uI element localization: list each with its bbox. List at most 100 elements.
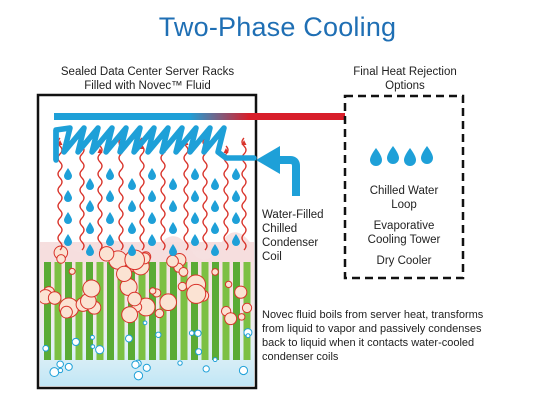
heat-rejection-caption-line1: Final Heat Rejection bbox=[353, 66, 457, 78]
description-line1: Novec fluid boils from server heat, tran… bbox=[262, 309, 484, 321]
server-board bbox=[191, 262, 198, 360]
droplet bbox=[64, 190, 72, 202]
vapor-line bbox=[97, 145, 103, 251]
bubble bbox=[95, 345, 105, 355]
droplet bbox=[191, 190, 199, 202]
condenser-label: Water-Filled Chilled Condenser Coil bbox=[262, 208, 342, 264]
bubble bbox=[56, 254, 66, 264]
server-board bbox=[75, 262, 83, 360]
server-board bbox=[212, 262, 219, 360]
bubble bbox=[195, 348, 203, 356]
droplet bbox=[211, 244, 219, 256]
droplet bbox=[86, 222, 94, 234]
bubble bbox=[98, 246, 115, 262]
droplet bbox=[64, 168, 72, 180]
option-line2: Loop bbox=[391, 199, 417, 211]
droplet bbox=[169, 222, 177, 234]
droplet bbox=[64, 212, 72, 224]
droplet bbox=[191, 168, 199, 180]
droplet bbox=[232, 212, 240, 224]
vapor-line bbox=[79, 137, 85, 251]
vapor-line bbox=[139, 137, 145, 251]
droplet bbox=[232, 234, 240, 246]
droplet bbox=[106, 212, 114, 224]
bubble bbox=[241, 302, 253, 314]
droplet bbox=[211, 200, 219, 212]
hot-outlet-pipe bbox=[54, 113, 354, 120]
droplet bbox=[211, 222, 219, 234]
option-line1: Chilled Water bbox=[369, 185, 439, 197]
chilled-return-arrow bbox=[256, 146, 280, 174]
server-board bbox=[201, 262, 209, 360]
bubble bbox=[234, 285, 248, 299]
page-title: Two-Phase Cooling bbox=[158, 12, 397, 42]
droplet bbox=[128, 200, 136, 212]
bubble bbox=[47, 291, 62, 305]
bubble bbox=[116, 265, 133, 283]
description-line2: from liquid to vapor and passively conde… bbox=[262, 323, 482, 335]
water-drops-icon bbox=[370, 146, 433, 166]
bubble bbox=[68, 267, 76, 275]
condenser-line1: Water-Filled bbox=[262, 209, 324, 221]
bubble bbox=[49, 367, 60, 377]
condenser-coil bbox=[53, 125, 257, 163]
rack-caption: Sealed Data Center Server Racks Filled w… bbox=[35, 65, 260, 93]
droplet bbox=[106, 190, 114, 202]
vapor-line bbox=[183, 137, 189, 251]
droplet bbox=[86, 244, 94, 256]
droplet bbox=[191, 212, 199, 224]
droplet bbox=[169, 244, 177, 256]
droplet bbox=[148, 234, 156, 246]
server-board bbox=[170, 262, 177, 360]
description: Novec fluid boils from server heat, tran… bbox=[262, 308, 552, 364]
bubble bbox=[178, 267, 189, 277]
vapor-lines bbox=[57, 137, 247, 251]
droplet bbox=[128, 222, 136, 234]
vapor-arrowhead bbox=[97, 148, 103, 153]
droplet bbox=[232, 190, 240, 202]
bubble bbox=[90, 344, 96, 349]
bubble bbox=[57, 367, 64, 374]
bubble bbox=[89, 334, 95, 340]
server-board bbox=[107, 262, 114, 360]
bubble bbox=[56, 360, 64, 369]
server-board bbox=[117, 262, 125, 360]
vapor-arrowhead bbox=[241, 140, 247, 145]
droplet bbox=[106, 234, 114, 246]
option-dry-cooler: Dry Cooler bbox=[345, 254, 463, 268]
bubble bbox=[142, 363, 151, 372]
droplet bbox=[106, 168, 114, 180]
bubble bbox=[224, 280, 233, 289]
bubble bbox=[82, 279, 101, 298]
heat-rejection-box bbox=[343, 94, 465, 280]
bubble bbox=[60, 305, 73, 319]
bubble bbox=[212, 357, 218, 363]
condenser-line3: Condenser bbox=[262, 237, 319, 249]
droplet bbox=[191, 234, 199, 246]
bubble bbox=[177, 360, 183, 366]
bubble bbox=[166, 254, 179, 268]
bubble bbox=[211, 268, 219, 276]
vapor-line bbox=[223, 145, 229, 251]
bubble bbox=[159, 293, 178, 312]
option-line1: Evaporative bbox=[373, 220, 435, 232]
bubble bbox=[177, 281, 188, 292]
bubble bbox=[71, 337, 80, 347]
bubble bbox=[155, 331, 162, 338]
bubble bbox=[154, 308, 165, 319]
droplet bbox=[148, 212, 156, 224]
bubble bbox=[238, 365, 249, 376]
chilled-return-pipe bbox=[278, 156, 300, 196]
option-line2: Cooling Tower bbox=[367, 234, 441, 246]
bubble bbox=[133, 371, 144, 381]
bubble bbox=[245, 333, 251, 339]
droplet bbox=[148, 168, 156, 180]
option-evaporative-tower: Evaporative Cooling Tower bbox=[345, 219, 463, 247]
heat-rejection-caption-line2: Options bbox=[385, 80, 425, 92]
server-board bbox=[233, 262, 240, 360]
vapor-line bbox=[202, 137, 208, 251]
option-line1: Dry Cooler bbox=[376, 255, 432, 267]
description-line4: condenser coils bbox=[262, 351, 339, 363]
